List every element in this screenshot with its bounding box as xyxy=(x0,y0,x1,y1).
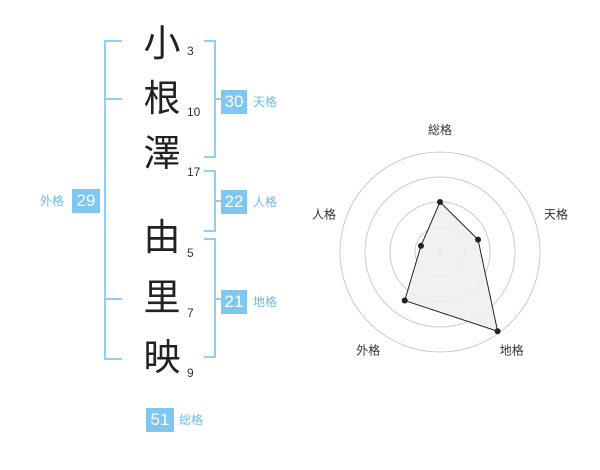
radar-axis-label-2: 地格 xyxy=(500,343,524,358)
radar-point-2 xyxy=(494,328,501,335)
radar-point-1 xyxy=(475,236,482,243)
stroke-count-5: 7 xyxy=(187,306,194,320)
bracket-tick xyxy=(214,200,222,202)
stroke-count-1: 3 xyxy=(187,44,194,58)
radar-point-4 xyxy=(417,242,424,249)
bracket-tick xyxy=(104,98,122,100)
stroke-count-4: 5 xyxy=(187,246,194,260)
radar-axis-label-4: 人格 xyxy=(312,206,336,221)
name-char-2: 根 xyxy=(143,77,181,120)
bracket-tick xyxy=(214,298,222,300)
radar-series-polygon xyxy=(404,201,499,333)
tenkaku-label: 天格 xyxy=(253,95,278,109)
name-char-1: 小 xyxy=(143,22,181,65)
gaikaku-label: 外格 xyxy=(40,194,65,208)
gaikaku-score-badge: 29 xyxy=(72,189,100,213)
bracket-tick xyxy=(214,98,222,100)
name-char-4: 由 xyxy=(143,216,181,259)
tenkaku-score-badge: 30 xyxy=(221,90,247,114)
radar-axis-label-3: 外格 xyxy=(356,343,380,358)
bracket-tick xyxy=(104,298,122,300)
chikaku-score-badge: 21 xyxy=(221,290,247,314)
soukaku-score-badge: 51 xyxy=(146,408,174,432)
chikaku-label: 地格 xyxy=(253,295,278,309)
stroke-count-6: 9 xyxy=(187,366,194,380)
radar-grid-ring xyxy=(339,151,541,353)
radar-point-3 xyxy=(401,297,408,304)
name-char-6: 映 xyxy=(143,336,181,379)
radar-point-0 xyxy=(437,199,443,205)
soukaku-label: 総格 xyxy=(179,413,204,427)
name-char-3: 澤 xyxy=(143,132,181,175)
jinkaku-score-badge: 22 xyxy=(221,190,247,214)
radar-grid-ring xyxy=(364,176,516,328)
gaikaku-bracket xyxy=(104,40,122,360)
radar-axis-label-0: 総格 xyxy=(428,122,452,137)
radar-axis-label-1: 天格 xyxy=(544,206,568,221)
jinkaku-label: 人格 xyxy=(253,195,278,209)
stroke-count-3: 17 xyxy=(187,165,201,179)
name-char-5: 里 xyxy=(143,276,181,319)
stroke-count-2: 10 xyxy=(187,105,201,119)
